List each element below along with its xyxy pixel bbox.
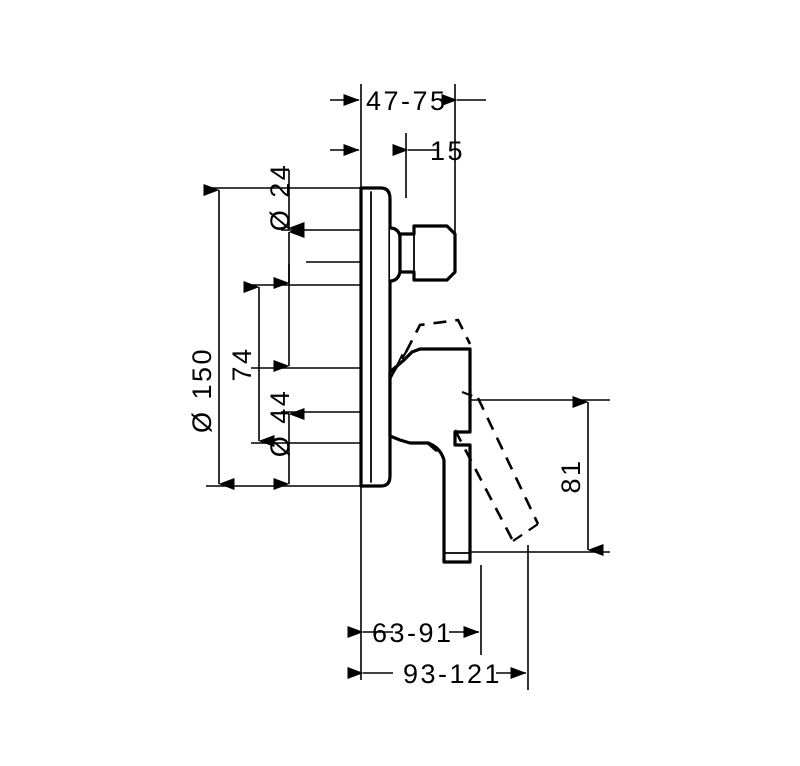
lever-side-position-ghost — [453, 390, 540, 542]
dim-label-body-depth: 63-91 — [372, 618, 454, 648]
dimension-knob-diameter: Ø 24 — [265, 163, 305, 289]
lever-ghost-upper — [404, 318, 472, 353]
dim-label-plate-thickness: 15 — [430, 136, 465, 166]
dim-label-total-depth: 93-121 — [403, 659, 502, 689]
lever-handle — [426, 441, 472, 564]
dimension-plate-diameter: Ø 150 — [187, 184, 235, 490]
dimension-lever-travel: 81 — [556, 396, 604, 556]
diverter-knob — [398, 224, 457, 282]
dimension-inner-diameter: Ø 44 — [265, 226, 305, 490]
dimension-mid-height: 74 — [227, 281, 275, 447]
lever-ghost-side-cap — [512, 523, 539, 542]
lever-ghost-side-root — [461, 390, 479, 400]
escutcheon-plate — [359, 186, 392, 488]
lever-ghost-upper-link — [391, 351, 407, 376]
product-geometry — [359, 186, 540, 564]
dim-label-plate-diameter: Ø 150 — [187, 347, 217, 433]
dimension-top-depth: 47-75 — [330, 86, 486, 116]
dim-label-inner-diameter: Ø 44 — [265, 389, 295, 458]
dimension-total-depth: 93-121 — [347, 659, 527, 689]
dim-label-mid-height: 74 — [227, 346, 257, 381]
lever-ghost-side-outer — [476, 397, 540, 525]
dim-label-top-depth: 47-75 — [366, 86, 448, 116]
dimension-plate-thickness: 15 — [330, 136, 465, 166]
dim-label-lever-travel: 81 — [556, 458, 586, 493]
lever-open-position-ghost — [391, 318, 472, 376]
dim-label-knob-diameter: Ø 24 — [265, 163, 295, 232]
dimension-body-depth: 63-91 — [347, 618, 480, 648]
